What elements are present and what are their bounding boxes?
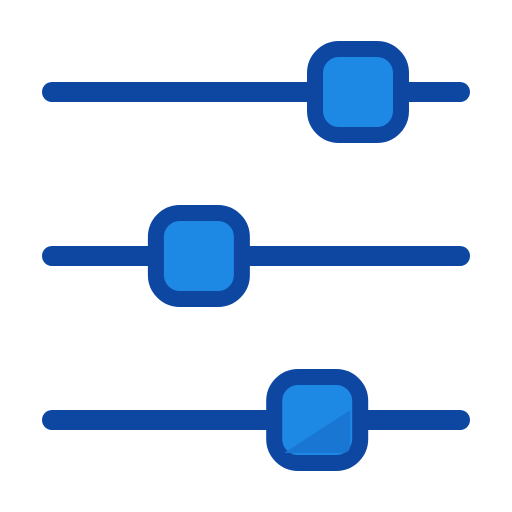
slider-bottom[interactable] (42, 369, 470, 471)
slider-handle-shade (284, 410, 351, 453)
slider-handle[interactable] (307, 41, 409, 143)
slider-middle[interactable] (42, 205, 470, 307)
slider-top[interactable] (42, 41, 470, 143)
slider-handle[interactable] (147, 205, 250, 307)
